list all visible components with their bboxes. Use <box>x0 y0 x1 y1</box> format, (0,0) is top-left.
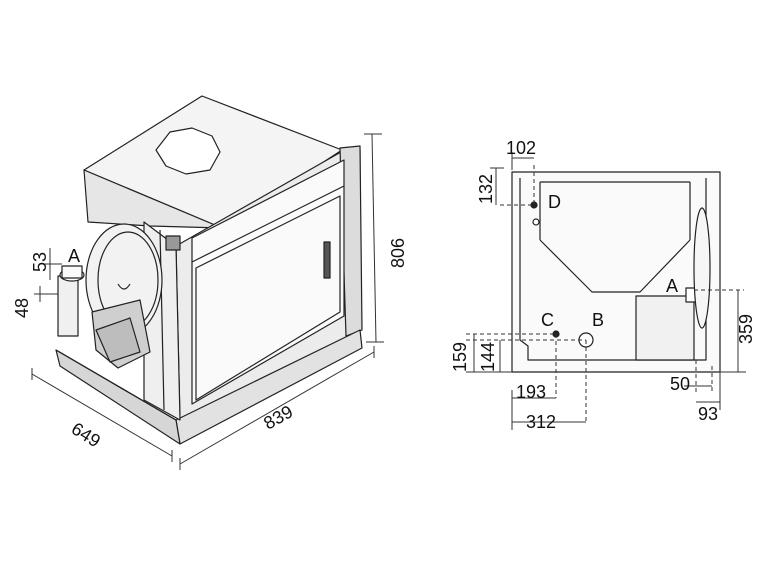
dim-53: 53 <box>30 252 50 272</box>
dim-48: 48 <box>12 298 32 318</box>
dim-144: 144 <box>478 342 498 372</box>
dashed-guides <box>466 165 744 422</box>
blower-face <box>95 317 141 363</box>
octagon-flue <box>155 127 221 175</box>
dim-93: 93 <box>698 404 718 424</box>
label-a-left: A <box>68 246 80 266</box>
door-handle <box>323 241 331 279</box>
dimension-lines-left <box>31 133 384 470</box>
latch <box>165 235 181 251</box>
label-a-right: A <box>666 276 678 296</box>
label-d: D <box>548 192 561 212</box>
connector-cap <box>61 265 83 279</box>
dim-159: 159 <box>450 342 470 372</box>
bottom-rail <box>55 349 177 421</box>
dim-312: 312 <box>526 412 556 432</box>
burner-box <box>635 295 695 361</box>
connector-body <box>57 275 79 337</box>
glass-door <box>191 159 345 405</box>
dim-359: 359 <box>736 314 756 344</box>
section-view <box>466 152 746 430</box>
dim-806: 806 <box>388 238 408 268</box>
label-c: C <box>541 310 554 330</box>
cover-knob-icon <box>117 283 131 290</box>
isometric-view <box>31 95 384 470</box>
door-crossbar <box>191 185 345 263</box>
dim-839: 839 <box>260 401 296 433</box>
dim-50: 50 <box>670 374 690 394</box>
dim-649: 649 <box>68 418 104 451</box>
dim-193: 193 <box>516 382 546 402</box>
point-d2 <box>532 218 540 226</box>
label-b: B <box>592 310 604 330</box>
dim-102: 102 <box>506 138 536 158</box>
glass-door-inner <box>195 195 341 401</box>
side-door <box>693 207 711 329</box>
dim-132: 132 <box>476 174 496 204</box>
hopper <box>539 239 691 293</box>
inner-outline <box>519 178 707 361</box>
side-edge <box>159 229 165 411</box>
dimension-lines-right <box>466 152 746 430</box>
